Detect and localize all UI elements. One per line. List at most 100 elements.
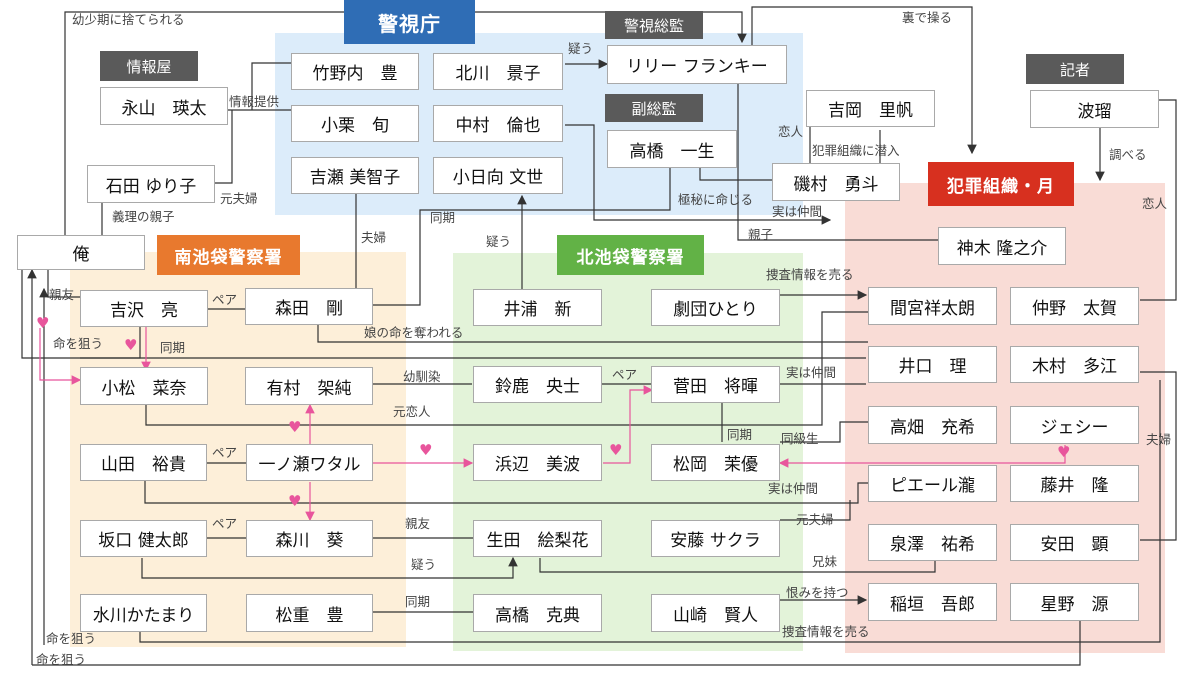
relation-label: 捜査情報を売る [766, 267, 854, 282]
kita-header: 北池袋警察署 [557, 235, 704, 275]
person-matsushige: 松重 豊 [246, 594, 373, 632]
relation-label: 疑う [411, 557, 437, 572]
heart-icon: ♥ [288, 492, 302, 510]
relation-label: ペア [212, 292, 238, 307]
relation-label: 元夫婦 [796, 512, 834, 527]
relation-label: 親友 [405, 516, 431, 531]
heart-icon: ♥ [609, 441, 623, 459]
relation-label: 元夫婦 [220, 191, 258, 206]
person-morikawa: 森川 葵 [246, 520, 373, 557]
person-mamiya: 間宮祥太朗 [868, 287, 997, 325]
relation-label: 疑う [486, 234, 512, 249]
person-takahata: 高畑 充希 [868, 406, 997, 444]
heart-icon: ♥ [288, 418, 302, 436]
relation-label: 裏で操る [902, 10, 953, 25]
person-izumisawa: 泉澤 祐希 [868, 524, 997, 561]
crime-header: 犯罪組織・月 [928, 162, 1074, 206]
person-suzuka: 鈴鹿 央士 [473, 366, 602, 403]
person-ikuta: 生田 絵梨花 [473, 520, 602, 557]
relation-label: 夫婦 [1146, 432, 1172, 447]
person-suda: 菅田 将暉 [651, 366, 780, 403]
person-sakaguchi: 坂口 健太郎 [80, 520, 207, 557]
person-yamazaki: 山崎 賢人 [651, 594, 780, 632]
minami-header: 南池袋警察署 [157, 235, 300, 275]
person-fujii: 藤井 隆 [1010, 465, 1139, 502]
person-pierre: ピエール瀧 [868, 465, 997, 502]
relation-label: 同級生 [781, 431, 819, 446]
relation-label: 親子 [748, 227, 774, 242]
person-inagaki: 稲垣 吾郎 [868, 583, 997, 621]
person-ando: 安藤 サクラ [651, 520, 780, 557]
relation-label: 極秘に命じる [678, 192, 754, 207]
person-nagayama: 永山 瑛太 [100, 87, 228, 125]
relation-label: 疑う [568, 41, 594, 56]
person-oguri: 小栗 旬 [291, 105, 419, 142]
person-iguchi: 井口 理 [868, 346, 997, 383]
person-nakano: 仲野 太賀 [1010, 287, 1139, 325]
heart-icon: ♥ [124, 336, 138, 354]
person-yoshioka: 吉岡 里帆 [806, 90, 935, 127]
relation-label: 情報提供 [229, 94, 280, 109]
person-hamabe: 浜辺 美波 [473, 444, 602, 481]
relation-label: 実は仲間 [768, 481, 819, 496]
person-isomura: 磯村 勇斗 [772, 163, 900, 201]
person-iura: 井浦 新 [473, 289, 602, 326]
person-gekidan: 劇団ひとり [651, 289, 780, 326]
police-hq-header: 警視庁 [344, 0, 475, 44]
person-arimura: 有村 架純 [245, 367, 373, 405]
person-kamiki: 神木 隆之介 [938, 227, 1066, 265]
person-takahashi-k: 高橋 克典 [473, 594, 602, 632]
relation-label: 元恋人 [393, 404, 431, 419]
relation-label: 娘の命を奪われる [364, 325, 464, 340]
relation-label: 同期 [405, 594, 431, 609]
person-jessie: ジェシー [1010, 406, 1139, 444]
relation-label: ペア [212, 445, 238, 460]
relation-label: 恋人 [1142, 196, 1168, 211]
person-kohinata: 小日向 文世 [433, 157, 563, 194]
relation-label: 調べる [1109, 147, 1147, 162]
relation-label: ペア [212, 516, 238, 531]
relation-label: 犯罪組織に潜入 [812, 143, 900, 158]
person-ichinose: 一ノ瀬ワタル [246, 444, 373, 481]
person-lily: リリー フランキー [607, 45, 787, 84]
person-komatsu: 小松 菜奈 [80, 367, 208, 405]
relation-label: 実は仲間 [772, 204, 823, 219]
superintendent-label: 警視総監 [605, 11, 703, 39]
person-yasuda: 安田 顕 [1010, 524, 1139, 561]
relation-label: 兄妹 [812, 554, 838, 569]
person-kitagawa: 北川 景子 [433, 53, 563, 90]
relation-label: 命を狙う [36, 652, 87, 667]
person-yamada: 山田 裕貴 [80, 444, 207, 481]
heart-icon: ♥ [419, 441, 433, 459]
person-takahashi-i: 高橋 一生 [607, 130, 737, 168]
person-takenouchi: 竹野内 豊 [291, 53, 419, 90]
person-hatori: 波瑠 [1030, 90, 1159, 128]
relation-label: 捜査情報を売る [782, 624, 870, 639]
informant-label: 情報屋 [100, 51, 198, 81]
person-kimura: 木村 多江 [1010, 346, 1139, 383]
relation-label: 親友 [49, 287, 75, 302]
person-hoshino: 星野 源 [1010, 583, 1139, 621]
relation-label: 命を狙う [53, 336, 104, 351]
relation-label: 恨みを持つ [786, 585, 849, 600]
person-ore: 俺 [17, 235, 145, 270]
relation-label: 恋人 [778, 124, 804, 139]
reporter-label: 記者 [1026, 54, 1124, 84]
relation-label: 同期 [160, 340, 186, 355]
person-yoshise: 吉瀬 美智子 [291, 157, 419, 194]
relation-label: 同期 [727, 427, 753, 442]
relation-label: 幼馴染 [403, 369, 441, 384]
person-morita: 森田 剛 [245, 288, 373, 325]
relation-label: 命を狙う [46, 631, 97, 646]
person-matsuoka: 松岡 茉優 [651, 444, 780, 481]
relation-label: 夫婦 [361, 230, 387, 245]
person-mizukawa: 水川かたまり [80, 594, 207, 632]
relation-label: ペア [612, 367, 638, 382]
heart-icon: ♥ [36, 314, 50, 332]
relation-label: 同期 [430, 210, 456, 225]
person-yoshizawa: 吉沢 亮 [80, 290, 208, 327]
relation-label: 義理の親子 [112, 209, 175, 224]
person-nakamura: 中村 倫也 [433, 105, 563, 142]
deputy-label: 副総監 [605, 94, 703, 122]
